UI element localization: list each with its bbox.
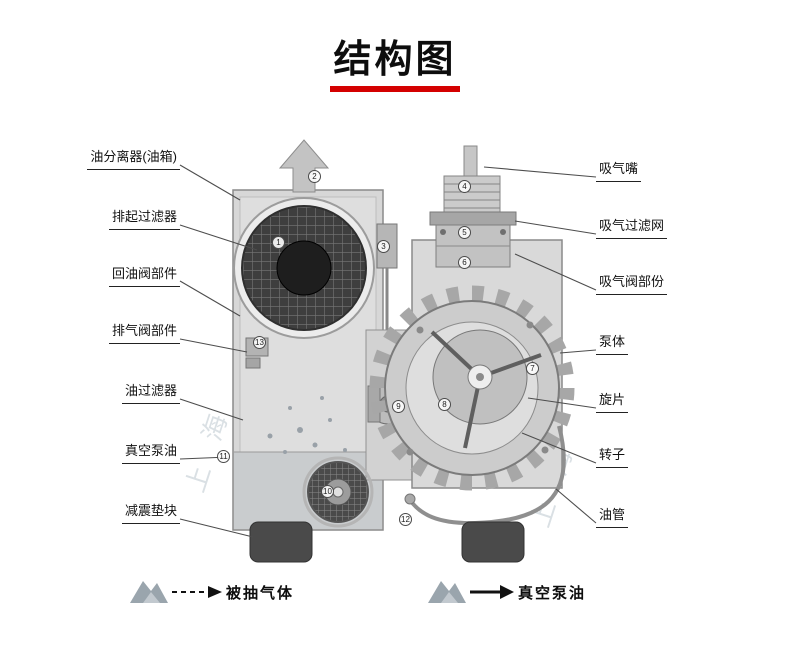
exhaust-arrow xyxy=(278,139,330,193)
part-marker: 13 xyxy=(253,336,266,349)
suction-valve-label: 吸气阀部份 xyxy=(596,271,668,295)
shock-pad-left xyxy=(249,521,313,563)
part-marker: 4 xyxy=(458,180,471,193)
part-marker: 11 xyxy=(217,450,230,463)
legend-vacuum-oil-label: 真空泵油 xyxy=(518,585,587,602)
rotary-vane-label: 旋片 xyxy=(596,389,629,413)
exhaust-valve-label: 排气阀部件 xyxy=(108,320,180,344)
part-marker: 10 xyxy=(321,485,334,498)
shock-pad-right xyxy=(461,521,525,563)
pump-body-label: 泵体 xyxy=(596,331,629,355)
part-marker: 2 xyxy=(308,170,321,183)
part-marker: 12 xyxy=(399,513,412,526)
part-marker: 5 xyxy=(458,226,471,239)
oil-return-valve-label: 回油阀部件 xyxy=(108,263,180,287)
oil-pipe-label: 油管 xyxy=(596,504,629,528)
legend-pumped-gas-label: 被抽气体 xyxy=(226,585,295,602)
oil-separator-label: 油分离器(油箱) xyxy=(87,146,180,170)
exhaust-filter-label: 排起过滤器 xyxy=(108,206,180,230)
oil-splashes xyxy=(267,396,347,454)
part-marker: 9 xyxy=(392,400,405,413)
brand-logo-icon xyxy=(130,581,168,603)
suction-nozzle xyxy=(463,145,478,177)
part-marker: 1 xyxy=(272,236,285,249)
leader-lines xyxy=(179,164,597,538)
suction-filter-screen xyxy=(443,175,501,213)
mounting-feet xyxy=(249,521,525,563)
part-marker: 3 xyxy=(377,240,390,253)
suction-screen-label: 吸气过滤网 xyxy=(596,215,668,239)
pump-gear-teeth xyxy=(369,285,575,491)
shock-pad-label: 减震垫块 xyxy=(121,500,180,524)
rotor-label: 转子 xyxy=(596,444,629,468)
part-marker: 7 xyxy=(526,362,539,375)
title-underline-bar xyxy=(330,86,460,92)
part-marker: 6 xyxy=(458,256,471,269)
oil-filter-label: 油过滤器 xyxy=(121,380,180,404)
page-title: 结构图 xyxy=(333,39,457,81)
legend-graphics xyxy=(130,581,514,603)
part-marker: 8 xyxy=(438,398,451,411)
brand-logo-icon xyxy=(428,581,466,603)
vacuum-pump-oil-label: 真空泵油 xyxy=(121,440,180,464)
suction-nozzle-label: 吸气嘴 xyxy=(596,158,642,182)
